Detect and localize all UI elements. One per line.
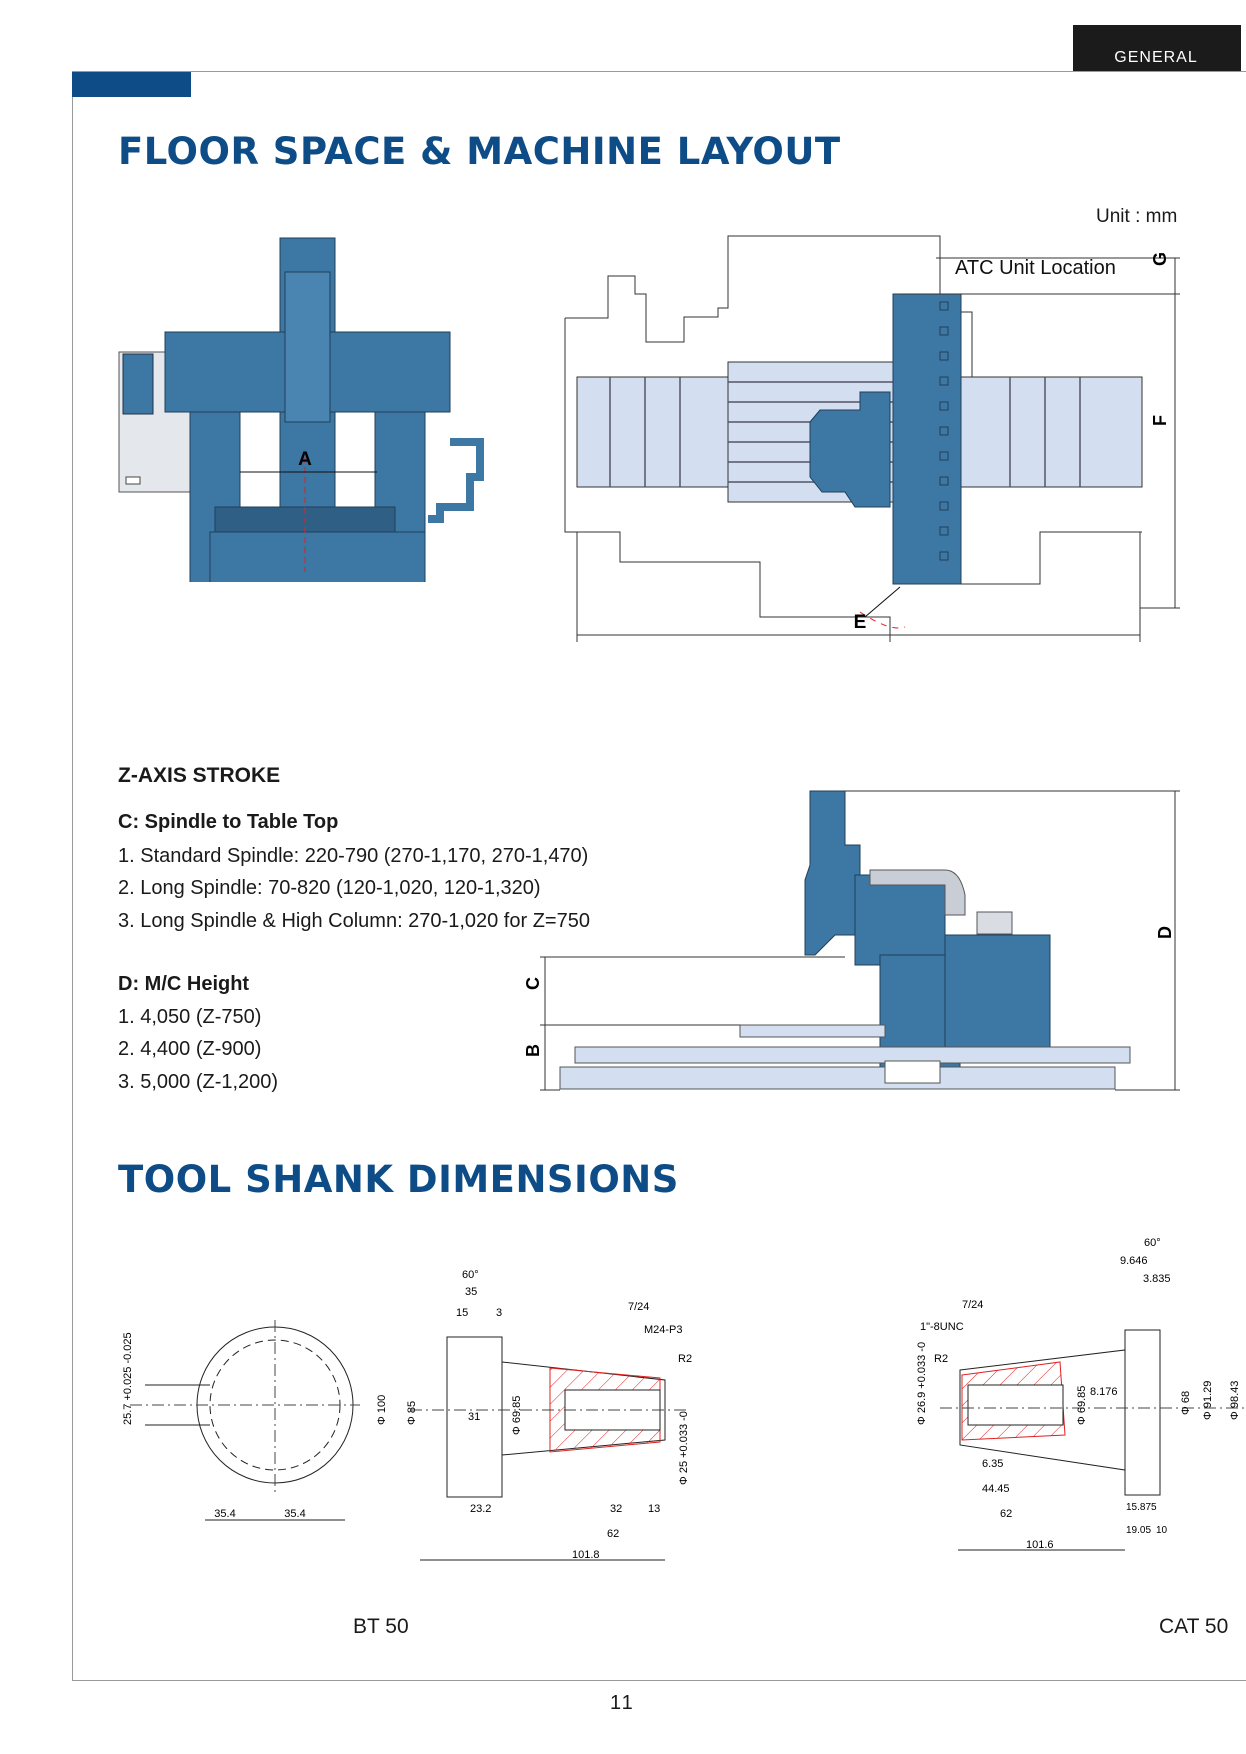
dim-31: 31 bbox=[468, 1411, 480, 1423]
label-d: D bbox=[1155, 926, 1175, 939]
tab-edge bbox=[1239, 25, 1246, 71]
dim-10: 10 bbox=[1156, 1525, 1168, 1536]
cat50-caption: CAT 50 bbox=[1159, 1615, 1229, 1638]
top-view-drawing: ATC Unit Location G F E bbox=[564, 235, 1180, 642]
d-item: 3. 5,000 (Z-1,200) bbox=[118, 1071, 279, 1093]
page-number: 11 bbox=[610, 1692, 635, 1714]
tool-shank-title: TOOL SHANK DIMENSIONS bbox=[118, 1158, 679, 1201]
d-heading: D: M/C Height bbox=[118, 973, 250, 995]
side-view-drawing: C B D bbox=[523, 790, 1180, 1091]
dim-35-4-left: 35.4 bbox=[214, 1508, 235, 1520]
dim-phi69: Φ 69.85 bbox=[1076, 1386, 1088, 1425]
dim-r2: R2 bbox=[934, 1353, 948, 1365]
dim-13: 13 bbox=[648, 1503, 660, 1515]
dim-taper: 7/24 bbox=[962, 1299, 983, 1311]
dim-15-875: 15.875 bbox=[1126, 1502, 1157, 1513]
dim-angle: 60° bbox=[462, 1269, 479, 1281]
dim-19-05: 19.05 bbox=[1126, 1525, 1151, 1536]
cat50-drawing: 60° 9.646 3.835 7/24 1"-8UNC R2 Φ 26.9 +… bbox=[916, 1237, 1246, 1551]
left-rule bbox=[72, 71, 73, 1681]
label-f: F bbox=[1150, 415, 1170, 426]
label-c: C bbox=[523, 977, 543, 990]
dim-phi91-29: Φ 91.29 bbox=[1202, 1381, 1214, 1420]
dim-taper: 7/24 bbox=[628, 1301, 649, 1313]
c-heading: C: Spindle to Table Top bbox=[118, 811, 339, 833]
dim-phi26-9: Φ 26.9 +0.033 -0 bbox=[916, 1342, 928, 1425]
unit-label: Unit : mm bbox=[1096, 206, 1178, 227]
bottom-rule bbox=[72, 1680, 1246, 1681]
bt50-caption: BT 50 bbox=[353, 1615, 409, 1638]
dim-phi68: Φ 68 bbox=[1180, 1391, 1192, 1415]
dim-62: 62 bbox=[607, 1528, 619, 1540]
dim-thread: 1"-8UNC bbox=[920, 1321, 964, 1333]
dim-3-835: 3.835 bbox=[1143, 1273, 1171, 1285]
dim-r2: R2 bbox=[678, 1353, 692, 1365]
label-e: E bbox=[854, 612, 867, 633]
dim-15: 15 bbox=[456, 1307, 468, 1319]
c-item: 3. Long Spindle & High Column: 270-1,020… bbox=[118, 910, 590, 932]
z-axis-heading: Z-AXIS STROKE bbox=[118, 764, 281, 787]
section-tab-general: GENERAL bbox=[1073, 25, 1239, 71]
dim-23-2: 23.2 bbox=[470, 1503, 491, 1515]
dim-35: 35 bbox=[465, 1286, 477, 1298]
d-item: 1. 4,050 (Z-750) bbox=[118, 1006, 262, 1028]
dim-phi98-43: Φ 98.43 bbox=[1229, 1381, 1241, 1420]
dim-8-176: 8.176 bbox=[1090, 1386, 1118, 1398]
front-view-drawing: A bbox=[118, 232, 484, 582]
dim-3: 3 bbox=[496, 1307, 502, 1319]
top-rule bbox=[72, 71, 1246, 72]
dim-35-4-right: 35.4 bbox=[284, 1508, 305, 1520]
dim-phi69: Φ 69.85 bbox=[511, 1396, 523, 1435]
dim-101-6: 101.6 bbox=[1026, 1539, 1054, 1551]
c-item: 2. Long Spindle: 70-820 (120-1,020, 120-… bbox=[118, 877, 541, 899]
dim-101-8: 101.8 bbox=[572, 1549, 600, 1561]
dim-thread: M24-P3 bbox=[644, 1324, 683, 1336]
dim-62: 62 bbox=[1000, 1508, 1012, 1520]
accent-bar bbox=[72, 72, 191, 97]
label-b: B bbox=[523, 1044, 543, 1057]
dim-32: 32 bbox=[610, 1503, 622, 1515]
dim-tol: 25.7 +0.025 -0.025 bbox=[122, 1332, 134, 1425]
dim-44-45: 44.45 bbox=[982, 1483, 1010, 1495]
c-item: 1. Standard Spindle: 220-790 (270-1,170,… bbox=[118, 845, 589, 867]
d-item: 2. 4,400 (Z-900) bbox=[118, 1038, 262, 1060]
dim-phi85: Φ 85 bbox=[406, 1401, 418, 1425]
label-g: G bbox=[1150, 252, 1170, 266]
bt50-drawing: 25.7 +0.025 -0.025 35.4 35.4 60° 35 15 3… bbox=[122, 1269, 692, 1561]
dim-phi25: Φ 25 +0.033 -0 bbox=[678, 1411, 690, 1485]
label-a: A bbox=[298, 449, 312, 470]
dim-angle: 60° bbox=[1144, 1237, 1161, 1249]
dim-phi100: Φ 100 bbox=[376, 1395, 388, 1425]
dim-9-646: 9.646 bbox=[1120, 1255, 1148, 1267]
dim-6-35: 6.35 bbox=[982, 1458, 1003, 1470]
atc-unit-location-label: ATC Unit Location bbox=[955, 257, 1116, 279]
floor-space-title: FLOOR SPACE & MACHINE LAYOUT bbox=[118, 130, 841, 173]
